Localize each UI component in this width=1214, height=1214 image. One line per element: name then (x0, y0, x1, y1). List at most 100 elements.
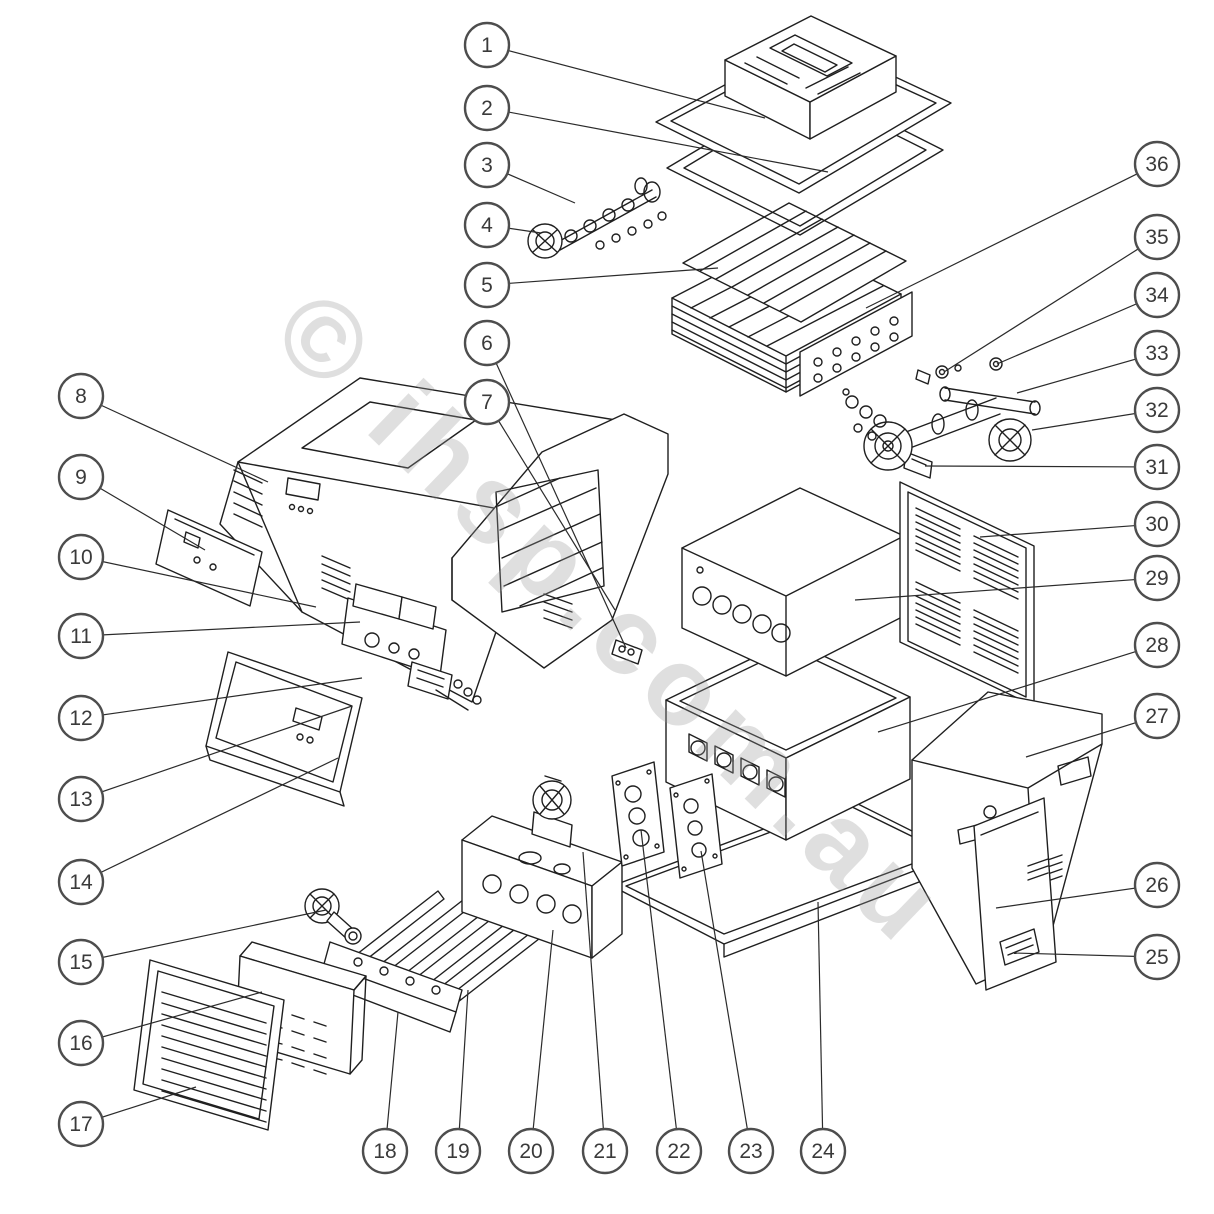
callout-balloon (655, 1127, 703, 1175)
leader-line (486, 342, 627, 649)
leader-line (700, 850, 752, 1152)
callout-balloon (1133, 213, 1181, 261)
callout-25: 25 (1013, 933, 1181, 981)
callout-balloon (1133, 621, 1181, 669)
callout-number: 6 (481, 332, 493, 355)
leader-line (996, 294, 1158, 365)
callout-3: 3 (463, 141, 576, 204)
callout-5: 5 (463, 261, 719, 309)
tube-sheet-drawing (799, 291, 913, 397)
inlet-manifold-drawing (461, 775, 623, 959)
callout-number: 36 (1145, 153, 1168, 176)
callout-balloon (1133, 500, 1181, 548)
callout-21: 21 (581, 851, 629, 1175)
callout-balloon (1133, 386, 1181, 434)
callout-balloon (1133, 933, 1181, 981)
callout-number: 12 (69, 707, 92, 730)
callout-36: 36 (865, 140, 1181, 309)
callout-number: 8 (75, 385, 87, 408)
leader-line (457, 989, 469, 1152)
front-trim-strip-drawing (155, 509, 263, 607)
callout-balloon (57, 938, 105, 986)
callout-16: 16 (57, 991, 263, 1067)
callout-number: 20 (519, 1140, 542, 1163)
callout-number: 3 (481, 154, 493, 177)
callout-balloon (507, 1127, 555, 1175)
callout-number: 5 (481, 274, 493, 297)
leader-line (486, 107, 829, 173)
callout-number: 28 (1145, 634, 1168, 657)
callout-15: 15 (57, 909, 327, 986)
callout-number: 1 (481, 34, 493, 57)
burner-assembly-drawing (304, 888, 545, 1033)
callout-balloon (799, 1127, 847, 1175)
callout-balloon (463, 201, 511, 249)
flue-baffle-drawing (682, 202, 907, 323)
callout-balloon (57, 1100, 105, 1148)
fan-housing-drawing (655, 15, 952, 194)
leader-line (80, 476, 206, 551)
leader-line (865, 163, 1158, 309)
leader-line (80, 705, 353, 800)
leader-line (80, 621, 361, 637)
callout-balloon (1133, 692, 1181, 740)
callout-number: 9 (75, 466, 87, 489)
callout-balloon (463, 21, 511, 69)
louver-panel-rear-drawing (899, 481, 1035, 707)
callout-9: 9 (57, 453, 206, 551)
leader-line (924, 465, 1158, 468)
leader-line (979, 523, 1158, 538)
callout-balloon (1133, 443, 1181, 491)
callout-balloon (727, 1127, 775, 1175)
callout-balloon (463, 378, 511, 426)
callout-number: 22 (667, 1140, 690, 1163)
callout-11: 11 (57, 612, 361, 660)
callout-22: 22 (640, 829, 703, 1175)
diagram-artwork (133, 15, 1103, 1131)
callout-number: 29 (1145, 567, 1168, 590)
callout-27: 27 (1025, 692, 1181, 758)
sensor-bracket-drawing (611, 639, 643, 665)
callout-balloon (1133, 140, 1181, 188)
callout-35: 35 (943, 213, 1181, 373)
callout-31: 31 (924, 443, 1181, 491)
leader-line (995, 884, 1158, 909)
callout-number: 15 (69, 951, 92, 974)
callout-32: 32 (1031, 386, 1181, 434)
manifold-assembly-drawing (527, 177, 667, 259)
leader-line (80, 677, 363, 719)
callout-number: 11 (70, 625, 92, 648)
leader-line (1016, 352, 1158, 394)
callout-number: 32 (1145, 399, 1168, 422)
callout-balloon (361, 1127, 409, 1175)
callout-balloon (434, 1127, 482, 1175)
callout-number: 7 (481, 391, 493, 414)
callout-30: 30 (979, 500, 1181, 548)
callout-7: 7 (463, 378, 616, 611)
callout-13: 13 (57, 705, 353, 823)
leader-line (80, 991, 263, 1044)
leader-line (817, 901, 824, 1152)
louver-panel-left-drawing (133, 959, 285, 1131)
callout-number: 21 (593, 1140, 616, 1163)
control-door-drawing (205, 651, 363, 807)
callout-12: 12 (57, 677, 363, 742)
callout-19: 19 (434, 989, 482, 1175)
callout-14: 14 (57, 757, 339, 906)
callout-balloon (57, 1019, 105, 1067)
callout-2: 2 (463, 84, 829, 173)
callout-number: 13 (69, 788, 92, 811)
callout-balloon (57, 533, 105, 581)
leader-line (384, 1011, 399, 1152)
callout-balloon (57, 612, 105, 660)
inner-shell-drawing (451, 413, 669, 669)
callout-number: 10 (69, 546, 92, 569)
leader-line (854, 577, 1158, 601)
callout-18: 18 (361, 1011, 409, 1175)
callout-10: 10 (57, 533, 317, 608)
callout-28: 28 (877, 621, 1181, 733)
leader-line (80, 556, 317, 608)
